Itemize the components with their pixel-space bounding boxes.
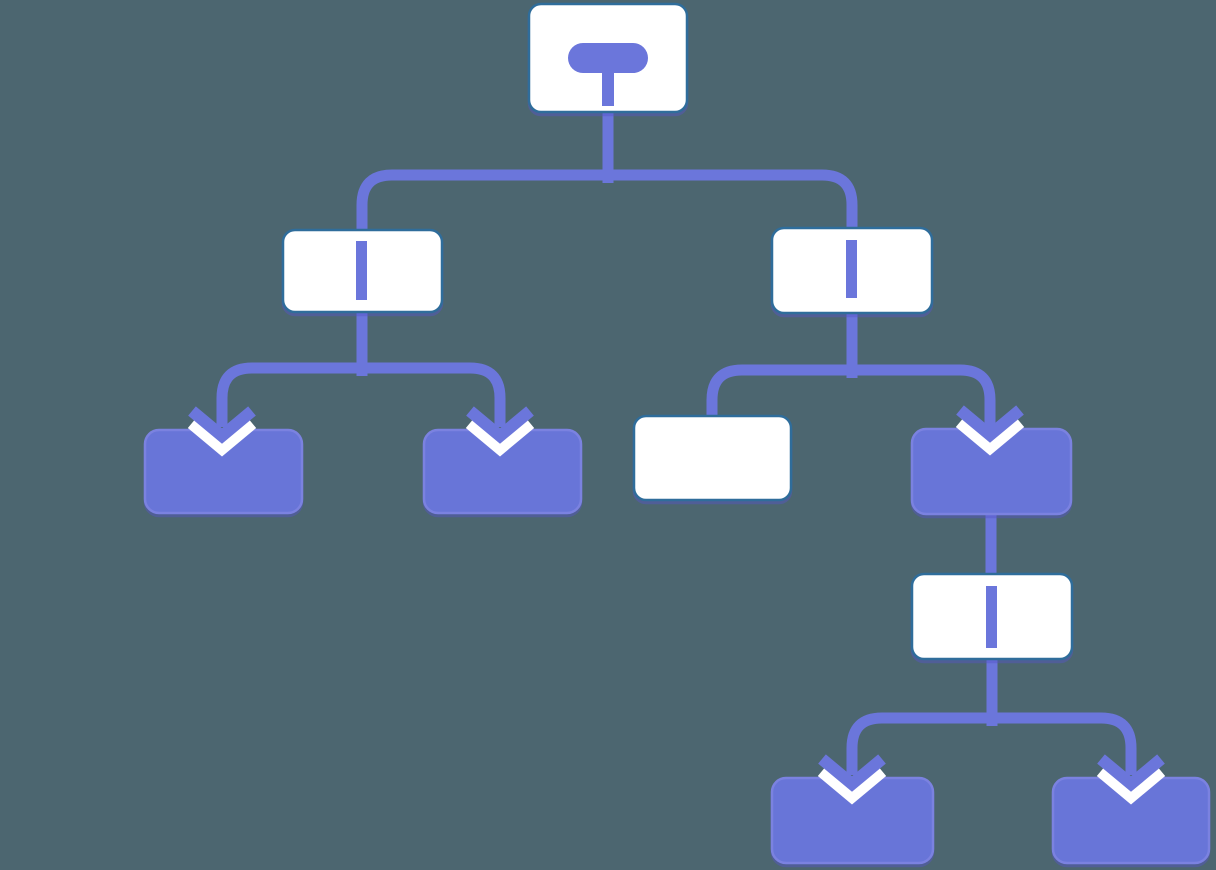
chevron-white [817, 766, 887, 805]
connector-root-split [356, 169, 858, 232]
arrowhead-layer [187, 405, 1166, 805]
connector-left-split [216, 362, 506, 427]
chevron-purple [1097, 754, 1165, 792]
double-chevron-arrow-icon [465, 406, 535, 457]
vertical-pass-line-icon [846, 240, 857, 298]
pill-icon-stem [602, 70, 614, 106]
node-layer [143, 2, 1211, 865]
chevron-white [465, 418, 535, 457]
pill-icon-shape [568, 43, 648, 73]
connector-bottom-split [846, 712, 1137, 775]
double-chevron-arrow-icon [187, 406, 257, 457]
chevron-white [955, 417, 1025, 456]
chevron-purple [466, 406, 534, 444]
connector-right-split [706, 364, 996, 428]
double-chevron-arrow-icon [1096, 754, 1166, 805]
chevron-white [187, 418, 257, 457]
pill-with-stem-icon [568, 43, 648, 106]
node-icon-layer [356, 43, 997, 648]
double-chevron-arrow-icon [955, 405, 1025, 456]
node-leaf-plain[interactable] [632, 414, 793, 502]
vertical-pass-line-icon [986, 586, 997, 648]
double-chevron-arrow-icon [817, 754, 887, 805]
chevron-white [1096, 766, 1166, 805]
chevron-purple [818, 754, 886, 792]
chevron-purple [188, 406, 256, 444]
connector-layer [216, 110, 1137, 775]
vertical-pass-line-icon [356, 241, 367, 300]
chevron-purple [956, 405, 1024, 443]
